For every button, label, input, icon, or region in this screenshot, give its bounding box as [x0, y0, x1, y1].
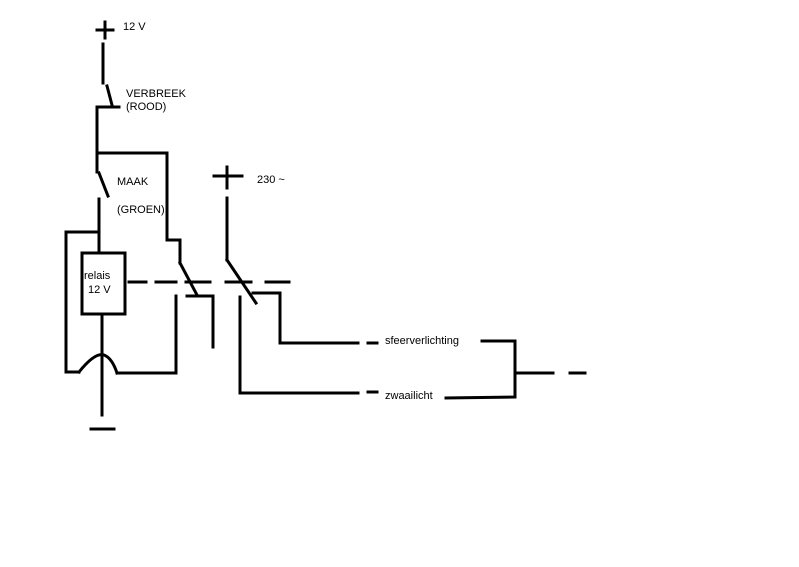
label-relay-voltage: 12 V — [88, 284, 111, 296]
self-hold-loop — [64, 230, 178, 375]
label-relais: relais — [84, 270, 111, 282]
output-junction — [444, 339, 587, 400]
ground — [89, 313, 116, 431]
label-230: 230 ~ — [257, 174, 285, 186]
label-sfeerverlichting: sfeerverlichting — [385, 335, 459, 347]
label-groen: (GROEN) — [117, 204, 165, 216]
relay-contact-2 — [224, 196, 379, 395]
plus-12v-symbol — [95, 20, 115, 40]
label-maak: MAAK — [117, 176, 149, 188]
relay-contact-1 — [165, 238, 215, 349]
plus-230-symbol — [212, 165, 244, 190]
label-rood: (ROOD) — [126, 101, 167, 113]
label-verbreek: VERBREEK — [126, 88, 186, 100]
break-switch — [95, 42, 121, 157]
make-switch — [95, 151, 169, 254]
label-zwaailicht: zwaailicht — [385, 390, 433, 402]
label-12v: 12 V — [123, 21, 146, 33]
